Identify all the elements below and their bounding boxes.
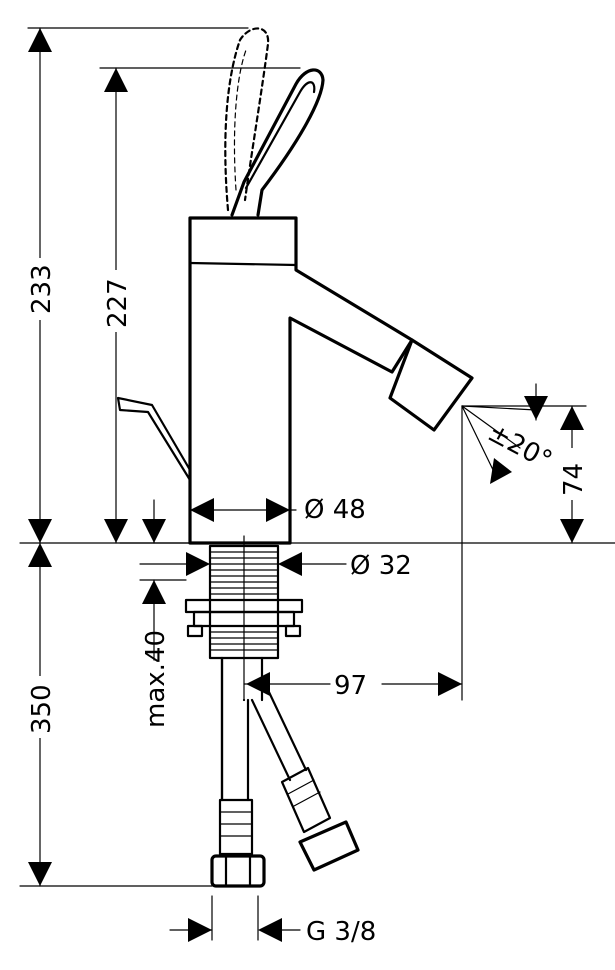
arrow-233-bottom — [28, 519, 52, 543]
body-cap-line — [188, 261, 298, 267]
nut-lug-left — [186, 624, 204, 638]
label-spout-height: 227 — [103, 278, 133, 328]
hose-fitting-angled — [280, 766, 332, 834]
label-body-diameter: Ø 48 — [304, 495, 366, 525]
lever-solid-inner — [244, 81, 316, 190]
pop-up-rod — [116, 396, 192, 482]
label-outlet-height: 74 — [559, 463, 589, 496]
faucet-body — [188, 216, 414, 545]
dimension-lines — [19, 27, 587, 942]
hose-nut-straight — [210, 854, 266, 888]
supply-hoses — [210, 656, 360, 888]
hose-nut-angled — [298, 820, 360, 872]
arrow-227-bottom — [104, 519, 128, 543]
spout-aerator — [388, 338, 474, 432]
mounting-assembly — [119, 535, 615, 701]
lever-dashed-outline — [224, 27, 270, 212]
dimension-labels: 233 227 Ø 48 Ø 32 ±20° 74 97 max.40 350 … — [27, 258, 589, 947]
label-projection: 97 — [334, 671, 367, 701]
label-overall-height: 233 — [27, 264, 57, 314]
nut-lug-right — [284, 624, 302, 638]
label-hose-length: 350 — [27, 684, 57, 734]
hose-angled — [250, 688, 308, 782]
lever-dashed-inner — [233, 49, 247, 191]
label-connection-thread: G 3/8 — [306, 917, 376, 947]
label-max-deck: max.40 — [141, 630, 171, 728]
hose-fitting-straight — [218, 798, 254, 856]
arrow-227-top — [104, 68, 128, 92]
arrow-233-top — [28, 28, 52, 52]
faucet-outline — [116, 216, 474, 545]
lever-handle — [224, 27, 325, 217]
lever-solid — [230, 68, 325, 217]
label-thread-diameter: Ø 32 — [350, 551, 412, 581]
